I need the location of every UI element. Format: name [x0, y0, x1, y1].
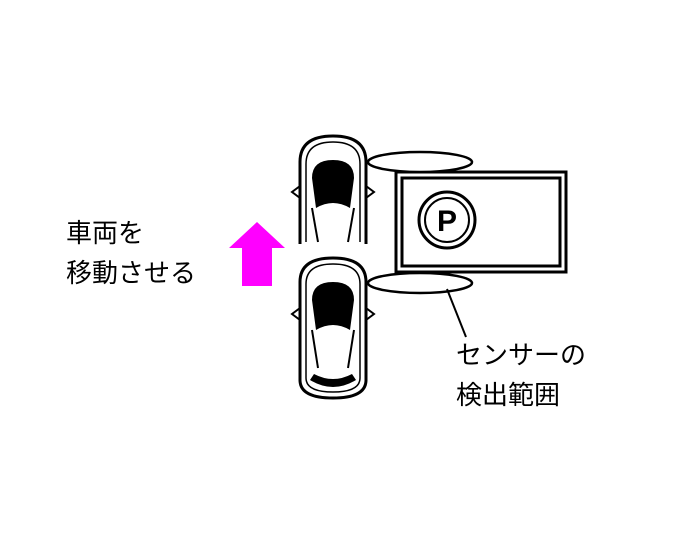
move-vehicle-label: 車両を 移動させる: [66, 214, 196, 294]
car-icon-upper: [290, 134, 376, 244]
sensor-range-label-line1: センサーの: [456, 341, 587, 371]
sensor-range-label: センサーの 検出範囲: [456, 336, 586, 416]
parking-sign-letter: P: [437, 205, 457, 238]
sensor-leader-line: [446, 288, 467, 338]
up-arrow-icon: [229, 222, 285, 286]
sensor-range-label-line2: 検出範囲: [456, 381, 561, 411]
move-vehicle-label-line1: 車両を: [66, 219, 145, 249]
sensor-zone-lower: [366, 271, 474, 295]
car-icon-lower: [290, 256, 376, 400]
parking-space: [394, 170, 568, 274]
move-vehicle-label-line2: 移動させる: [66, 259, 197, 289]
sensor-zone-upper: [366, 150, 474, 174]
parking-sign-icon: P: [417, 190, 477, 250]
